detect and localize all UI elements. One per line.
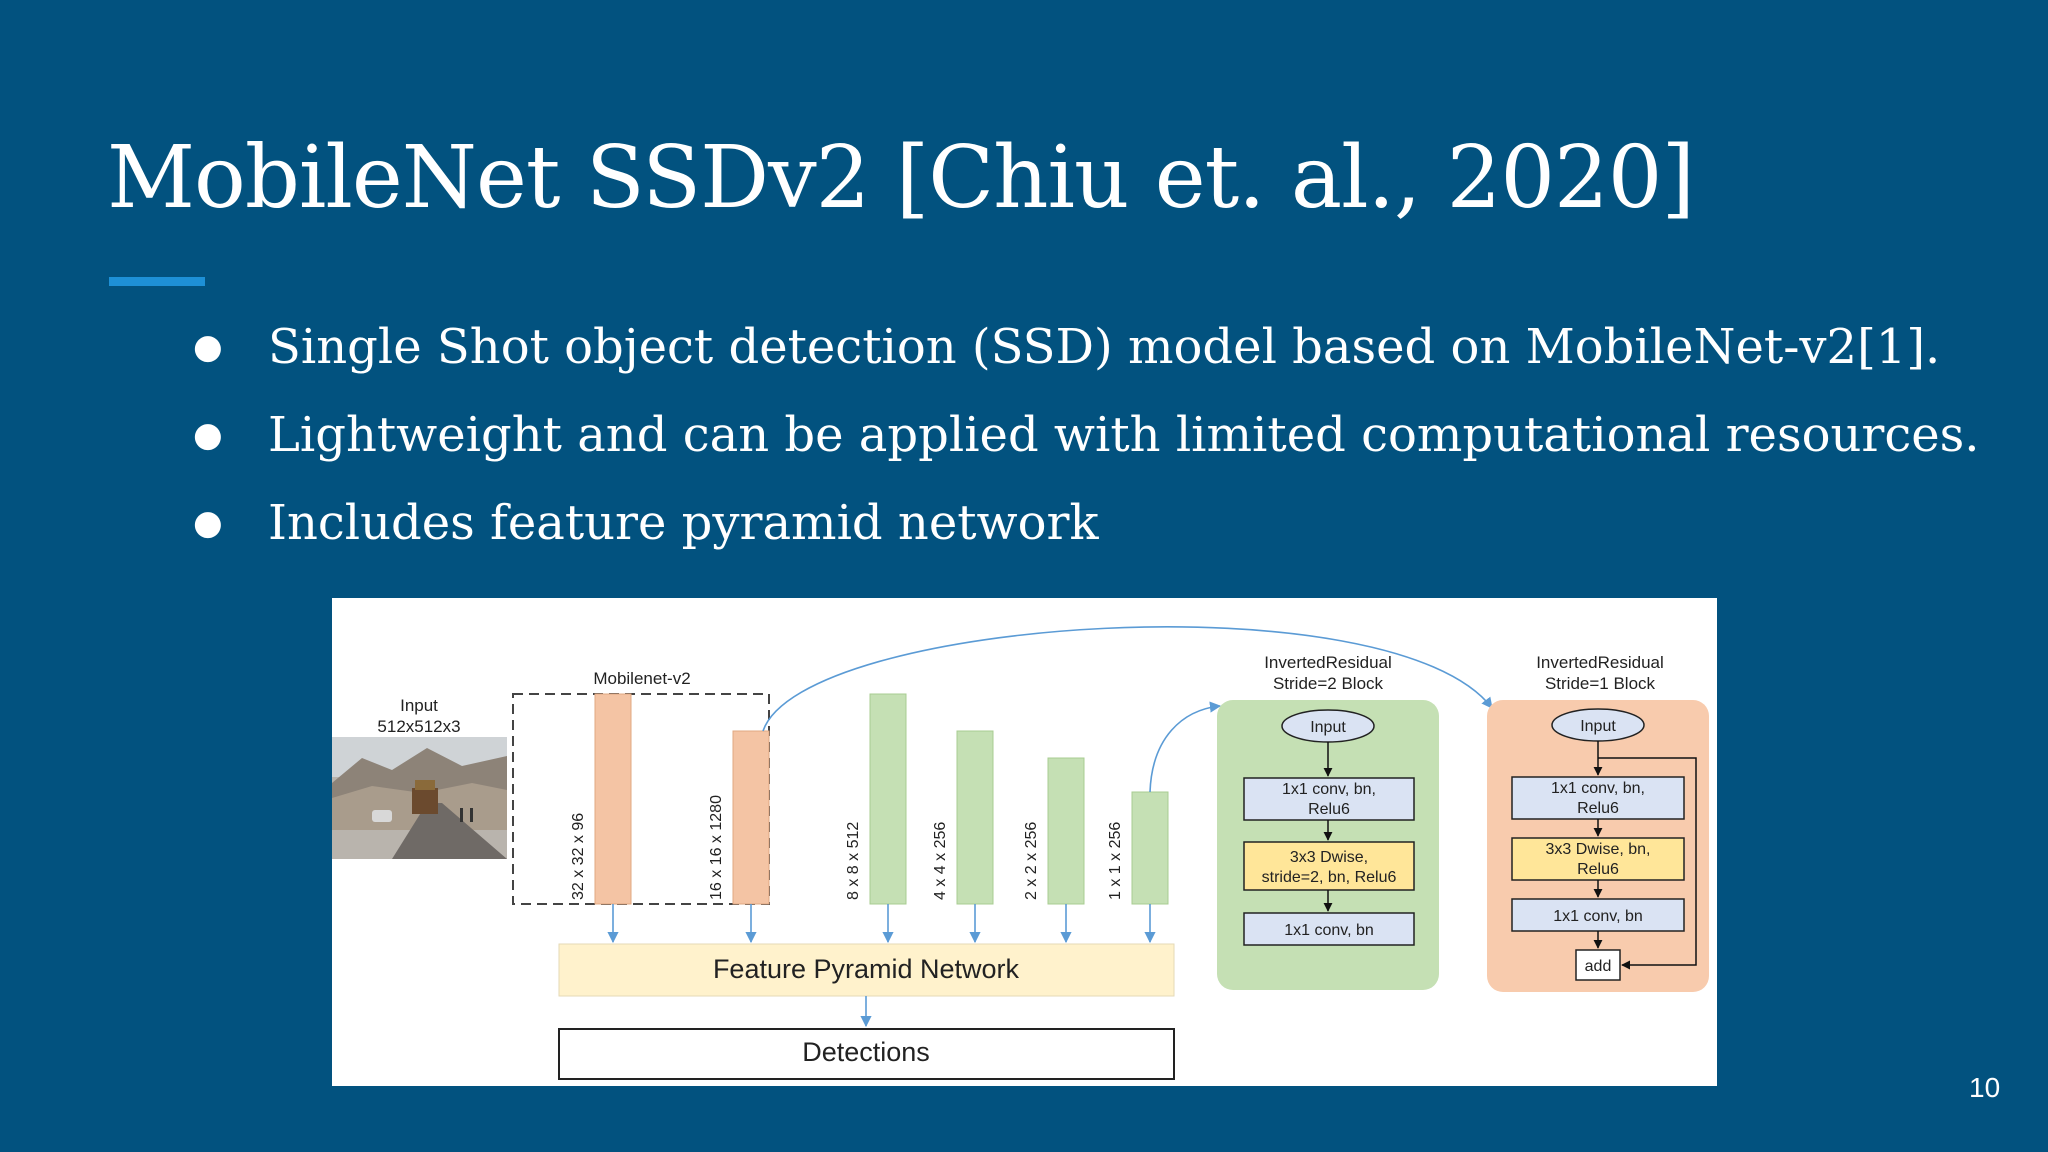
stride1-add-node bbox=[1575, 949, 1621, 981]
stride1-add-label: add bbox=[1585, 958, 1612, 975]
stride1-layer-2-line2: Relu6 bbox=[1577, 861, 1619, 878]
bullet-dot: ● bbox=[193, 503, 223, 543]
stride2-subtitle: Stride=2 Block bbox=[1273, 674, 1384, 693]
bullet-item: ● Single Shot object detection (SSD) mod… bbox=[185, 310, 1980, 398]
bullet-item: ● Includes feature pyramid network bbox=[185, 486, 1980, 574]
stride1-layer-3 bbox=[1511, 898, 1685, 932]
feature-map-label-1: 16 x 16 x 1280 bbox=[708, 795, 725, 900]
feature-map-label-3: 4 x 4 x 256 bbox=[932, 822, 949, 900]
detections-label: Detections bbox=[802, 1037, 930, 1067]
architecture-diagram: Input 512x512x3 Mobilenet-v2 32 x 32 x 9… bbox=[332, 626, 1709, 1080]
stride2-layer-3 bbox=[1243, 912, 1415, 946]
fpn-input-arrows bbox=[607, 904, 1156, 944]
stride2-layer-3-label: 1x1 conv, bn bbox=[1284, 922, 1374, 939]
stride2-layer-2-line1: 3x3 Dwise, bbox=[1290, 849, 1368, 866]
stride1-input-label: Input bbox=[1580, 718, 1616, 735]
stride1-title: InvertedResidual bbox=[1536, 653, 1664, 672]
feature-map-label-0: 32 x 32 x 96 bbox=[570, 813, 587, 900]
stride1-layer-1-line2: Relu6 bbox=[1577, 800, 1619, 817]
stride2-layer-1-line1: 1x1 conv, bn, bbox=[1282, 781, 1376, 798]
stride2-input-label: Input bbox=[1310, 719, 1346, 736]
stride1-subtitle: Stride=1 Block bbox=[1545, 674, 1656, 693]
stride2-layer-1 bbox=[1243, 777, 1415, 821]
stride2-layer-1-line2: Relu6 bbox=[1308, 801, 1350, 818]
fpn-label: Feature Pyramid Network bbox=[713, 954, 1020, 984]
stride1-layer-1-line1: 1x1 conv, bn, bbox=[1551, 780, 1645, 797]
page-number: 10 bbox=[1969, 1072, 2001, 1103]
feature-map-bar-1 bbox=[732, 730, 770, 905]
bullet-item: ● Lightweight and can be applied with li… bbox=[185, 398, 1980, 486]
backbone-dashed-box bbox=[512, 693, 770, 905]
bullet-text: Single Shot object detection (SSD) model… bbox=[268, 319, 1941, 375]
stride2-layer-2 bbox=[1243, 841, 1415, 891]
curve-arrow-to-stride1 bbox=[762, 626, 1493, 732]
bullet-text: Includes feature pyramid network bbox=[268, 495, 1099, 551]
bullet-dot: ● bbox=[193, 415, 223, 455]
feature-map-bar-0 bbox=[594, 693, 632, 905]
stride2-title: InvertedResidual bbox=[1264, 653, 1392, 672]
detections-box bbox=[558, 1028, 1175, 1080]
stride2-layer-2-line2: stride=2, bn, Relu6 bbox=[1262, 869, 1397, 886]
input-label: Input bbox=[400, 696, 438, 715]
slide-title: MobileNet SSDv2 [Chiu et. al., 2020] bbox=[107, 128, 1695, 228]
architecture-figure: Input 512x512x3 Mobilenet-v2 32 x 32 x 9… bbox=[332, 598, 1717, 1086]
feature-map-bar-2 bbox=[869, 693, 907, 905]
title-accent-rule bbox=[109, 277, 205, 286]
bullet-text: Lightweight and can be applied with limi… bbox=[268, 407, 1980, 463]
feature-map-label-2: 8 x 8 x 512 bbox=[845, 822, 862, 900]
input-road-image bbox=[332, 737, 507, 859]
input-size-label: 512x512x3 bbox=[377, 717, 460, 736]
stride1-arrows bbox=[1593, 741, 1697, 970]
bullet-list: ● Single Shot object detection (SSD) mod… bbox=[185, 310, 1980, 574]
stride1-layer-2-line1: 3x3 Dwise, bn, bbox=[1546, 841, 1651, 858]
backbone-label: Mobilenet-v2 bbox=[593, 669, 690, 688]
feature-map-bar-4 bbox=[1047, 757, 1085, 905]
feature-map-bar-5 bbox=[1131, 791, 1169, 905]
stride1-layer-2 bbox=[1511, 837, 1685, 881]
fpn-box bbox=[558, 943, 1175, 997]
feature-map-bar-3 bbox=[956, 730, 994, 905]
stride1-layer-3-label: 1x1 conv, bn bbox=[1553, 908, 1643, 925]
bullet-dot: ● bbox=[193, 327, 223, 367]
feature-map-label-5: 1 x 1 x 256 bbox=[1107, 822, 1124, 900]
feature-map-label-4: 2 x 2 x 256 bbox=[1023, 822, 1040, 900]
curve-arrow-to-stride2 bbox=[1149, 701, 1222, 793]
